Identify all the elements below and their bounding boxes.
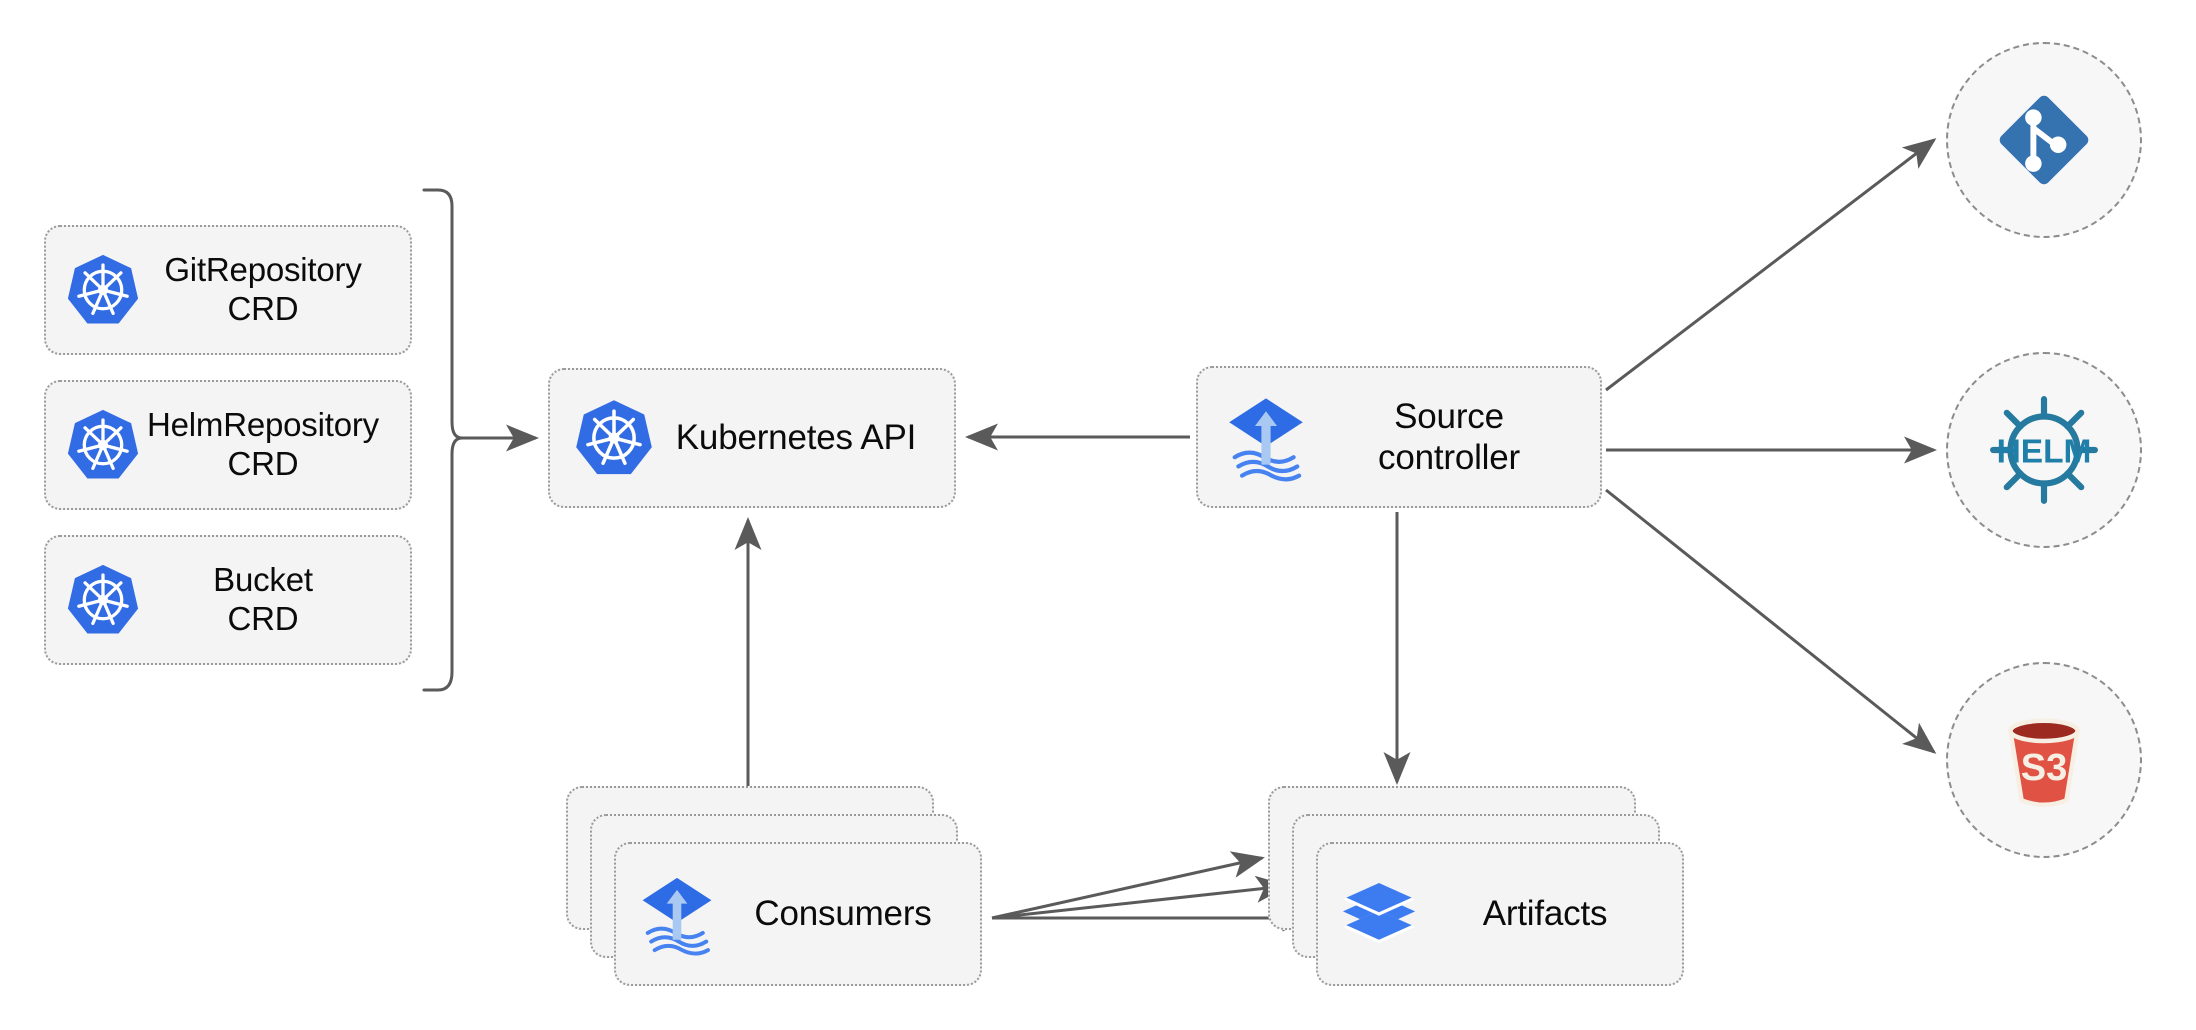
consumers-label: Consumers bbox=[754, 894, 932, 933]
git-icon bbox=[1985, 81, 2103, 199]
s3-icon: S3 bbox=[1988, 704, 2100, 816]
consumers-card-front[interactable]: Consumers bbox=[614, 842, 982, 986]
crd-label: GitRepository CRD bbox=[164, 251, 362, 327]
artifacts-label: Artifacts bbox=[1482, 894, 1608, 933]
crd-box-bucket[interactable]: Bucket CRD bbox=[44, 535, 412, 665]
crd-box-gitrepository[interactable]: GitRepository CRD bbox=[44, 225, 412, 355]
kubernetes-icon bbox=[64, 561, 142, 639]
kubernetes-api-box[interactable]: Kubernetes API bbox=[548, 368, 956, 508]
source-controller-box[interactable]: Source controller bbox=[1196, 366, 1602, 508]
flux-icon bbox=[634, 871, 720, 957]
kubernetes-icon bbox=[572, 396, 656, 480]
s3-label: S3 bbox=[2021, 747, 2068, 789]
crd-label: Bucket CRD bbox=[213, 561, 313, 637]
source-controller-label: Source controller bbox=[1378, 396, 1520, 477]
kubernetes-icon bbox=[64, 406, 142, 484]
kubernetes-api-label: Kubernetes API bbox=[675, 418, 917, 458]
source-circle-s3[interactable]: S3 bbox=[1946, 662, 2142, 858]
artifacts-card-front[interactable]: Artifacts bbox=[1316, 842, 1684, 986]
layers-icon bbox=[1336, 871, 1422, 957]
artifacts-stack[interactable]: Artifacts bbox=[1268, 786, 1688, 986]
crd-box-helmrepository[interactable]: HelmRepository CRD bbox=[44, 380, 412, 510]
consumers-stack[interactable]: Consumers bbox=[566, 786, 986, 986]
edge-consumers-to-artifacts-top bbox=[991, 851, 1265, 920]
flux-icon bbox=[1220, 391, 1312, 483]
crd-label: HelmRepository CRD bbox=[147, 406, 379, 482]
kubernetes-icon bbox=[64, 251, 142, 329]
edge-controller-to-s3 bbox=[1605, 488, 1937, 754]
edge-controller-to-git bbox=[1605, 138, 1937, 392]
edge-consumers-to-artifacts-mid bbox=[991, 875, 1289, 920]
helm-icon: HELM bbox=[1982, 388, 2106, 512]
helm-label: HELM bbox=[1997, 433, 2092, 470]
crd-group-bracket bbox=[422, 188, 464, 692]
source-circle-git[interactable] bbox=[1946, 42, 2142, 238]
source-circle-helm[interactable]: HELM bbox=[1946, 352, 2142, 548]
